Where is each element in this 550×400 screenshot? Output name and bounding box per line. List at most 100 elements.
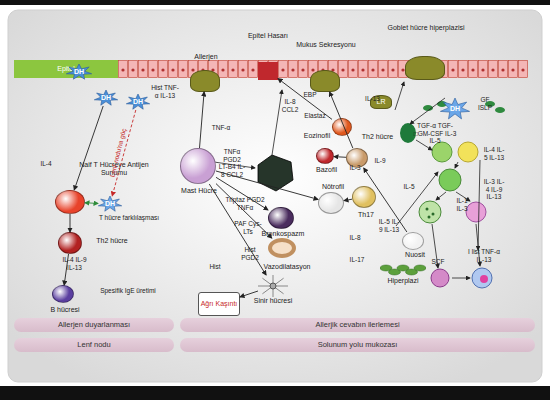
cytokine-label: IL-4	[36, 160, 56, 168]
dendritic-cell: DH	[440, 98, 470, 120]
cytokine-label: TNFα PGD2 LT-B4 IL-8 CCL2	[218, 148, 246, 178]
node-text: Mukus Sekresyonu	[289, 41, 363, 49]
cytokine-label: TNF-α	[206, 124, 236, 132]
cytokine-label: Spesifik IgE üretimi	[88, 287, 168, 295]
node-shape	[380, 262, 426, 278]
granule	[426, 208, 429, 211]
cell	[466, 202, 486, 222]
cytokine-label: IL-5 IL-9 IL-13	[378, 218, 400, 233]
bottom-bar	[0, 386, 550, 400]
connector-arrow	[70, 214, 71, 232]
damaged-cell: Epitel Hasarı	[258, 62, 278, 80]
connector-arrow	[330, 92, 353, 148]
node-text: Bazofil	[309, 166, 344, 174]
cytokine-label: Triptaz PGD2 TNFα	[222, 196, 268, 211]
node-text: Vazodilatasyon	[252, 263, 322, 271]
connector-arrow	[364, 168, 407, 232]
node-text: Hiperplazi	[378, 277, 428, 285]
phase-band: Allerjik cevabın ilerlemesi	[180, 318, 535, 332]
th2-cell: Th2 hücre	[58, 232, 82, 254]
cell	[432, 142, 452, 162]
arrow	[410, 98, 445, 124]
cell-outline	[66, 64, 91, 79]
nucleus	[480, 275, 488, 283]
node-text: Nuosit	[395, 251, 435, 259]
node-text: Th2 hücre	[355, 133, 400, 141]
epithel-band: Epitel	[14, 60, 118, 78]
phase-band: Allerjen duyarlanması	[14, 318, 174, 332]
location-band: Solunum yolu mukozası	[180, 338, 535, 352]
symptom-box: Ağrı Kaşıntı	[198, 292, 240, 316]
cytokine-label: Hist TNF-α IL-13	[150, 84, 180, 99]
arrow	[436, 192, 446, 200]
vessel-ring: Vazodilatasyon	[268, 238, 296, 258]
arrow	[455, 162, 458, 168]
cell-body	[270, 283, 276, 289]
cytokine-label: IL-8 CCL2	[276, 98, 304, 113]
panel	[8, 10, 542, 382]
node-text: DH	[440, 98, 470, 120]
cell	[431, 269, 449, 287]
connector-arrow	[85, 202, 98, 204]
location-band: Lenf nodu	[14, 338, 174, 352]
t-cell: Naif T Hücreye Antijen Sunumu	[55, 190, 85, 214]
dendritic-cell: DH	[94, 90, 118, 106]
cytokine-label: IL-8	[345, 234, 365, 242]
cytokine-label: IL-17	[346, 256, 368, 264]
mast-cell: Mast Hücre	[180, 148, 216, 184]
b-cell: B hücresi	[52, 285, 74, 303]
top-bar	[0, 0, 550, 5]
node-text: Th2 hücre	[87, 237, 137, 245]
node-text: Eozinofil	[297, 132, 337, 140]
cytokine-label: IL-5	[400, 183, 418, 191]
mucus-cell: Mukus Sekresyonu	[310, 70, 340, 92]
green-bean	[495, 107, 505, 113]
cell-outline	[126, 94, 149, 109]
cell-outline	[94, 90, 117, 105]
node-text: Allerjen	[183, 53, 229, 61]
node-text: DH	[66, 64, 92, 80]
cytokine-label: IL-9	[370, 157, 390, 165]
cell	[472, 268, 492, 288]
granule	[432, 213, 435, 216]
dendritic-cell: DH	[126, 94, 150, 110]
node-text: Epitel Hasarı	[246, 32, 290, 40]
node-text: DH	[126, 94, 150, 110]
cell	[458, 142, 478, 162]
node-shape	[258, 275, 288, 297]
node-text: Allerjik cevabın ilerlemesi	[180, 318, 535, 332]
node-text: Solunum yolu mukozası	[180, 338, 535, 352]
connector-arrow	[216, 177, 268, 210]
allergen-shape: Allerjen	[190, 70, 220, 92]
cytokine-label: PAF Cys-LTs	[232, 220, 264, 235]
nuocyte-cell: Nuosit	[402, 232, 424, 250]
nerve-cell: Sinir hücresi	[258, 275, 288, 297]
dendritic-cell: DH	[98, 196, 122, 212]
goblet-cell: Goblet hücre hiperplazisi	[405, 56, 445, 80]
node-text: Epitel	[14, 60, 118, 78]
cytokine-label: Hist	[205, 263, 225, 271]
cytokine-label: GF ISLP	[474, 96, 496, 111]
cytokine-label: IL-13	[360, 95, 385, 103]
muscle-fiber	[414, 265, 426, 271]
cell	[419, 201, 441, 223]
cell-outline	[98, 196, 121, 211]
cytokine-label: IL-1 IL-3	[452, 197, 472, 212]
node-text: B hücresi	[43, 306, 87, 314]
cytokine-label: TGF-α TGF-□GM-CSF IL-3 IL-5	[410, 122, 460, 145]
cytokine-label: T hücre farklılaşması	[88, 214, 170, 222]
eosinophil-cell: Eozinofil	[332, 118, 352, 136]
hyperplasia-muscle: Hiperplazi	[380, 262, 426, 278]
node-text: Mast Hücre	[174, 187, 224, 195]
connector-arrow	[74, 106, 103, 190]
connector-arrow	[216, 171, 318, 199]
arrow	[272, 90, 282, 155]
node-text: Sinir hücresi	[243, 297, 303, 305]
th17-cell: Th17	[352, 186, 376, 208]
macrophage-cell	[258, 155, 293, 191]
connector-arrow	[200, 92, 205, 148]
node-text: DH	[94, 90, 118, 106]
smooth-muscle-cell: Bronkospazm	[268, 207, 294, 229]
